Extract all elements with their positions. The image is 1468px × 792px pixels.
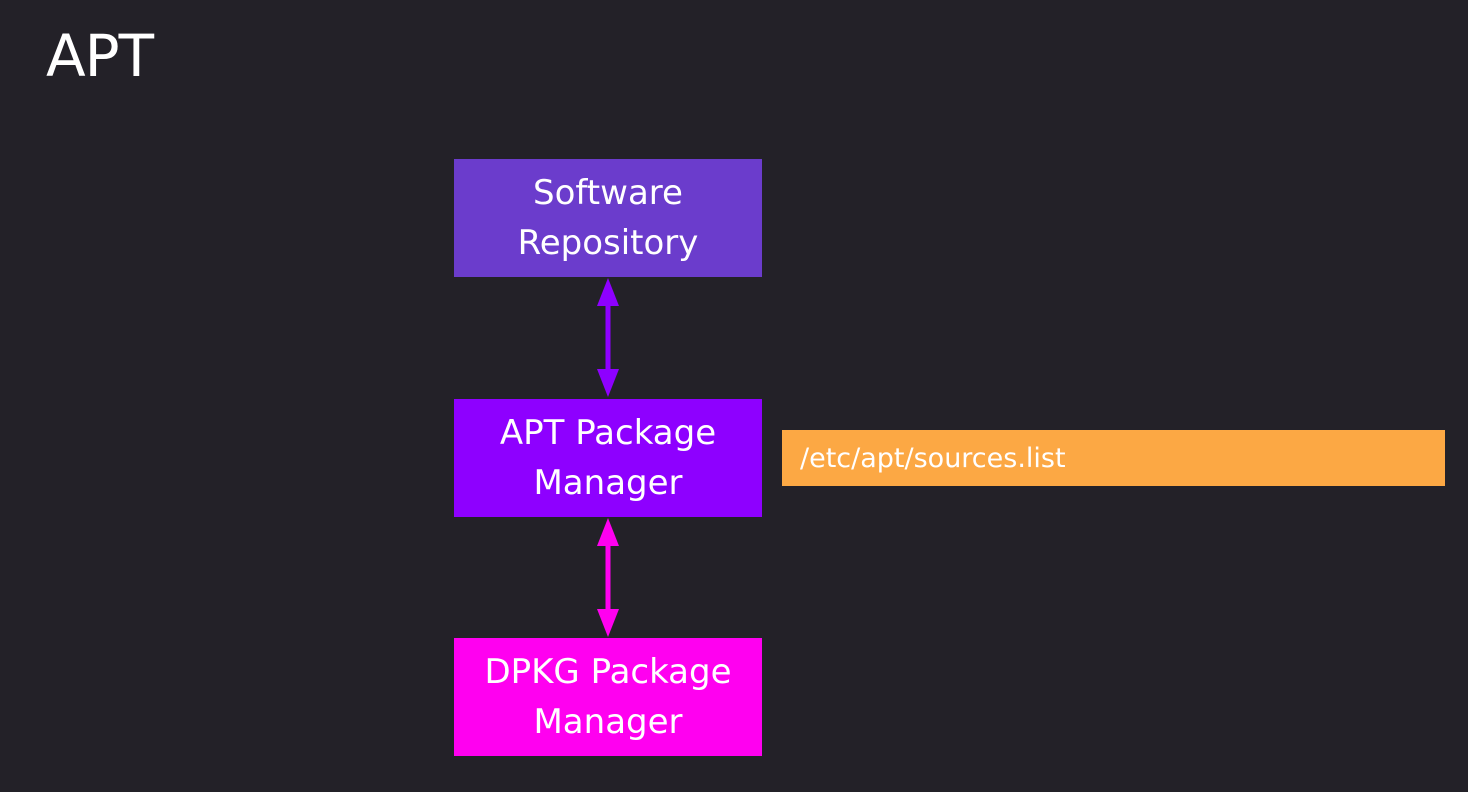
- apt-dpkg-arrow-head-up: [597, 518, 619, 546]
- slide-title: APT: [46, 22, 154, 90]
- apt-dpkg-arrow-head-down: [597, 609, 619, 637]
- sources-list-bar: /etc/apt/sources.list: [782, 430, 1445, 486]
- software-repository-box: Software Repository: [454, 159, 762, 277]
- repo-apt-arrow-head-down: [597, 369, 619, 397]
- apt-dpkg-double-arrow: [597, 518, 619, 637]
- repo-apt-double-arrow: [597, 278, 619, 397]
- sources-list-label: /etc/apt/sources.list: [800, 442, 1066, 474]
- apt-package-manager-box: APT Package Manager: [454, 399, 762, 517]
- dpkg-package-manager-box: DPKG Package Manager: [454, 638, 762, 756]
- repo-apt-arrow-head-up: [597, 278, 619, 306]
